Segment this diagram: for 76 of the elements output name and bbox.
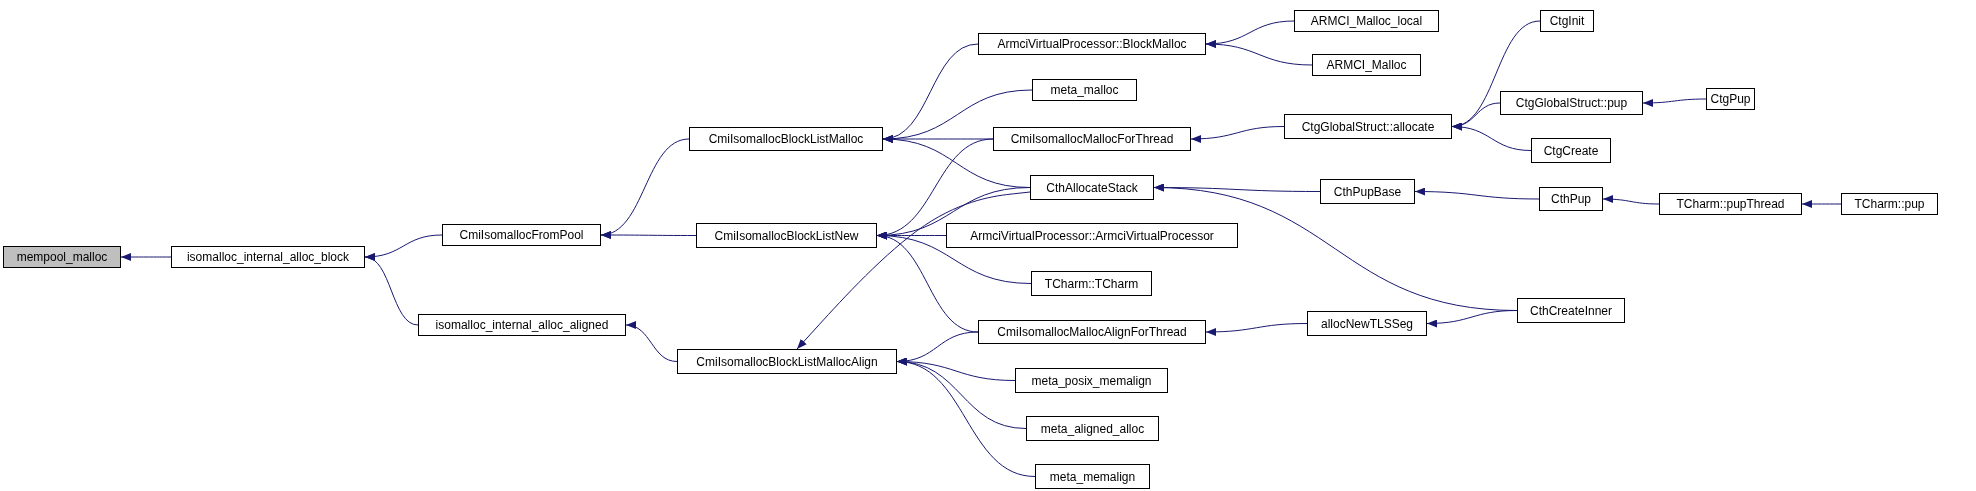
function-box (1517, 298, 1625, 323)
arrow (1205, 40, 1313, 66)
function-name: CthPup (1551, 192, 1591, 206)
function-name: meta_aligned_alloc (1040, 421, 1145, 436)
function-box (1030, 175, 1154, 200)
function-name: CmiIsomallocBlockListMallocAlign (696, 354, 878, 369)
function-box (1294, 10, 1439, 32)
function-name: CmiIsomallocBlockListNew (714, 228, 859, 243)
function-name: ArmciVirtualProcessor::BlockMalloc (997, 37, 1187, 51)
function-box (1500, 91, 1643, 115)
function-name: meta_memalign (1049, 469, 1136, 484)
function-box (1026, 416, 1159, 441)
function-box (1320, 179, 1415, 204)
function-box (1539, 187, 1603, 211)
arrow (1205, 323, 1308, 336)
function-name: CthCreateInner (1529, 303, 1612, 318)
function-box (171, 246, 365, 268)
function-box (1312, 54, 1421, 76)
function-box (677, 349, 897, 374)
function-box (689, 127, 883, 151)
function-name: CthPupBase (1333, 184, 1402, 199)
arrow (625, 322, 678, 362)
arrow (600, 138, 690, 238)
arrow (1801, 200, 1842, 208)
function-name: CtgGlobalStruct::allocate (1301, 119, 1435, 134)
arrow (1451, 123, 1532, 151)
function-name: CthAllocateStack (1046, 180, 1138, 195)
function-box (1284, 114, 1452, 139)
function-box (418, 314, 626, 336)
function-name: meta_malloc (1050, 83, 1119, 97)
function-name: CmiIsomallocMallocForThread (1010, 132, 1174, 146)
function-box (1015, 368, 1168, 393)
arrow (1642, 98, 1707, 107)
function-box (978, 320, 1206, 344)
arrow (896, 358, 1036, 477)
function-name: ARMCI_Malloc_local (1310, 14, 1423, 28)
function-name: ArmciVirtualProcessor::ArmciVirtualProcessor (970, 228, 1214, 243)
arrow (120, 253, 172, 261)
function-box (946, 223, 1238, 248)
function-box (1659, 193, 1802, 215)
function-name: isomalloc_internal_alloc_block (186, 250, 350, 264)
function-box (1031, 271, 1152, 296)
function-name: CmiIsomallocFromPool (459, 228, 584, 242)
function-box (1032, 79, 1137, 101)
function-name: isomalloc_internal_alloc_aligned (435, 318, 609, 332)
arrow (1602, 195, 1660, 205)
function-name: CmiIsomallocMallocAlignForThread (997, 325, 1187, 339)
arrow (1190, 126, 1285, 143)
function-box (3, 246, 121, 268)
arrow (364, 255, 419, 326)
function-name: ARMCI_Malloc (1326, 58, 1407, 72)
arrow (876, 233, 979, 333)
function-box (1841, 193, 1938, 215)
function-box (978, 33, 1206, 55)
function-name: CtgInit (1549, 14, 1585, 28)
arrow (1414, 187, 1540, 200)
function-name: CtgCreate (1543, 143, 1599, 158)
arrow (1426, 310, 1518, 328)
function-name: meta_posix_memalign (1031, 373, 1152, 388)
function-name: CtgPup (1710, 92, 1751, 106)
arrow (600, 231, 697, 239)
arrow (796, 191, 1031, 350)
function-box (1531, 138, 1611, 163)
function-name: TCharm::pupThread (1676, 197, 1785, 211)
function-name: TCharm::TCharm (1044, 276, 1139, 291)
function-box (1540, 10, 1594, 32)
function-box (1307, 311, 1427, 336)
function-box (442, 224, 601, 246)
function-name: CmiIsomallocBlockListMalloc (708, 132, 864, 146)
function-name: allocNewTLSSeg (1320, 316, 1413, 331)
function-name: TCharm::pup (1854, 197, 1925, 211)
function-box (696, 223, 877, 248)
function-box (993, 127, 1191, 151)
function-name: CtgGlobalStruct::pup (1515, 96, 1628, 110)
function-box (1035, 464, 1150, 489)
function-name: mempool_malloc (16, 250, 108, 264)
